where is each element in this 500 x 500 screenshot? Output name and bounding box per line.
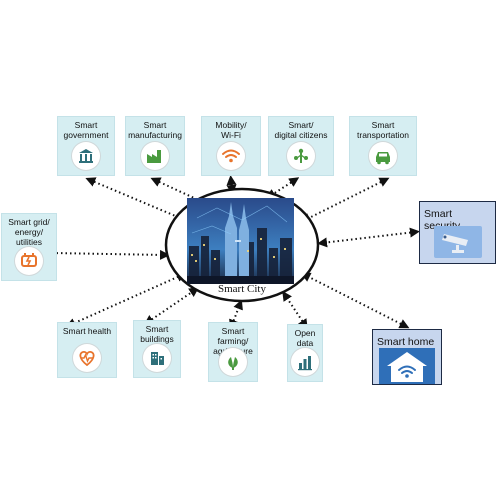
node-smart-government: Smart government — [57, 116, 115, 176]
node-label: Smart home — [377, 336, 435, 348]
bar-chart-icon — [291, 348, 319, 376]
link-grid — [47, 248, 170, 260]
link-citizens — [265, 177, 300, 199]
node-smart-digital-citizens: Smart/ digital citizens — [268, 116, 334, 176]
building-icon — [143, 344, 171, 372]
city-skyline-image — [187, 198, 294, 284]
link-security — [317, 227, 420, 248]
node-smart-home: Smart home — [372, 329, 442, 385]
node-smart-manufacturing: Smart manufacturing — [125, 116, 185, 176]
power-plug-icon — [15, 247, 43, 275]
link-government — [85, 177, 190, 223]
node-smart-buildings: Smart buildings — [133, 320, 181, 378]
smart-city-label: Smart City — [218, 283, 266, 295]
link-opendata — [282, 290, 308, 330]
node-smart-grid-energy-utilities: Smart grid/ energy/ utilities — [1, 213, 57, 281]
node-label: Smart manufacturing — [128, 120, 182, 140]
link-farming — [229, 299, 243, 330]
node-smart-health: Smart health — [57, 322, 117, 378]
factory-icon — [141, 142, 169, 170]
node-label: Open data — [294, 328, 316, 348]
node-mobility-wifi: Mobility/ Wi-Fi — [201, 116, 261, 176]
people-network-icon — [287, 142, 315, 170]
security-camera-icon — [434, 226, 482, 258]
node-open-data: Open data — [287, 324, 323, 382]
link-buildings — [143, 287, 200, 325]
wifi-icon — [217, 142, 245, 170]
plant-icon — [219, 348, 247, 376]
node-label: Smart government — [63, 120, 109, 140]
node-smart-farming-agriculture: Smart farming/ agriculture — [208, 322, 258, 382]
node-label: Smart/ digital citizens — [274, 120, 328, 140]
node-label: Smart grid/ energy/ utilities — [8, 217, 50, 247]
node-label: Mobility/ Wi-Fi — [215, 120, 247, 140]
node-label: Smart transportation — [357, 120, 409, 140]
link-home — [300, 272, 410, 329]
node-label: Smart buildings — [140, 324, 174, 344]
home-wifi-icon — [379, 348, 435, 384]
bank-icon — [72, 142, 100, 170]
node-smart-security: Smart security — [419, 201, 496, 264]
node-label: Smart health — [62, 326, 112, 336]
car-icon — [369, 142, 397, 170]
link-mobility — [226, 175, 237, 195]
node-smart-transportation: Smart transportation — [349, 116, 417, 176]
heart-pulse-icon — [73, 344, 101, 372]
link-transportation — [300, 177, 390, 223]
